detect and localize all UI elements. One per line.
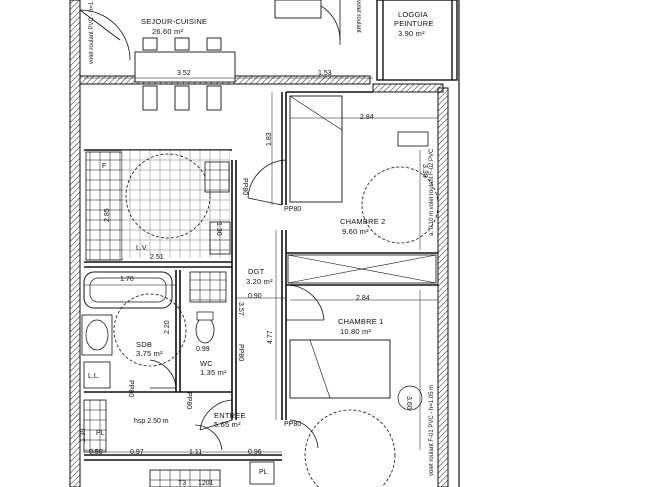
apartment-type: T3 [178,480,187,487]
fixture-f: F [102,163,107,170]
dim-3-60: 3.60 [405,396,412,410]
dim-2-84-mid: 2.84 [356,295,370,302]
wardrobe [287,254,437,284]
room-area-chambre1: 10.80 m² [340,327,372,336]
dim-1-30: 1.30 [215,222,222,236]
dim-0-90: 0.90 [248,293,262,300]
bedroom1-turning-circle [304,409,396,487]
room-area-dgt: 3.20 m² [246,277,273,286]
room-name-loggia-2: PEINTURE [394,19,434,28]
dim-1-11: 1.11 [189,449,203,456]
chair-chambre-1 [397,385,423,411]
dim-2-51: 2.51 [150,254,164,261]
dim-1-39: 1.39 [80,428,87,442]
kitchen-counter [85,151,123,261]
dim-0-99: 0.99 [196,346,210,353]
room-name-sdb: SDB [136,340,153,349]
fridge [204,161,230,193]
door-pp80-chambre1: PP80 [284,421,302,428]
door-pp80-wc: PP80 [185,392,192,410]
room-area-sdb: 3.75 m² [136,349,163,358]
landing-tiles [149,469,221,487]
annotation-window-top: volet roulant [355,0,361,33]
bath-turning-circle [113,293,187,367]
room-area-entree: 5.65 m² [214,420,241,429]
door-pp80-dgt: PP80 [237,344,244,362]
dim-4-77: 4.77 [267,330,274,344]
annotation-window-right-bottom: volet roulant F-01 PVC - h=1.05 m [429,384,435,476]
dim-2-20: 2.20 [164,320,171,334]
room-area-sejour: 26.60 m² [152,27,184,36]
room-name-sejour: SEJOUR-CUISINE [141,17,208,26]
dim-3-52: 3.52 [177,70,191,77]
dim-3-38: 3.38 [421,164,428,178]
room-name-chambre1: CHAMBRE 1 [338,317,384,326]
room-name-wc: WC [200,359,213,368]
dining-table [134,0,322,111]
annotation-window-right-top: a: 0.10 m volet roulant F-02 PVC [429,148,435,236]
dim-3-57: 3.57 [237,302,244,316]
fixture-pl-right: PL [259,469,268,476]
dimension-lines [84,77,438,453]
dim-1-53: 1.53 [318,70,332,77]
toilet-bowl [195,316,215,344]
toilet-tank [196,311,214,321]
room-name-chambre2: CHAMBRE 2 [340,217,386,226]
door-pp80-chambre2: PP80 [284,206,302,213]
room-name-loggia-1: LOGGIA [398,10,428,19]
bedside-table [397,131,429,147]
room-area-chambre2: 9.60 m² [342,227,369,236]
fixture-pl-left: PL [96,430,105,437]
wardrobe-diag-2 [287,254,437,284]
ceiling-height: hsp 2.50 m [134,418,169,425]
fixture-lv: L.V. [136,245,148,252]
pl-shaft [249,461,275,485]
dim-2-85: 2.85 [104,208,111,222]
bed-fold-line [289,95,343,131]
bedroom2-turning-circle [361,166,439,244]
entrance-cupboard [83,399,107,453]
kitchen-unit [209,221,231,255]
annotation-window-left: volet roulant PVC - h=1.05 m [89,0,95,64]
fixture-ll: L.L. [88,373,100,380]
wc-cistern [189,271,227,303]
dim-0-96: 0.96 [248,449,262,456]
room-area-loggia: 3.90 m² [398,29,425,38]
bed-chambre-2 [289,95,343,203]
laundry-space [83,361,111,389]
bed1-fold-line [309,339,331,399]
turning-circle [125,153,211,239]
door-pp80-sdb: PP80 [127,380,134,398]
loggia-walls [376,0,458,81]
bed-chambre-1 [289,339,391,399]
room-area-wc: 1.35 m² [200,368,227,377]
room-name-dgt: DGT [248,267,265,276]
room-name-entree: ENTREE [214,411,246,420]
door-pp80-kitchen: PP80 [241,178,248,196]
dim-1-70: 1.70 [120,276,134,283]
washbasin-bowl [85,319,109,351]
apartment-number: 1201 [198,480,214,487]
dim-0-97: 0.97 [130,449,144,456]
interior-walls [84,91,438,461]
dim-1-83: 1.83 [266,132,273,146]
dim-0-50: 0.50 [89,449,103,456]
dim-2-84-top: 2.84 [360,114,374,121]
